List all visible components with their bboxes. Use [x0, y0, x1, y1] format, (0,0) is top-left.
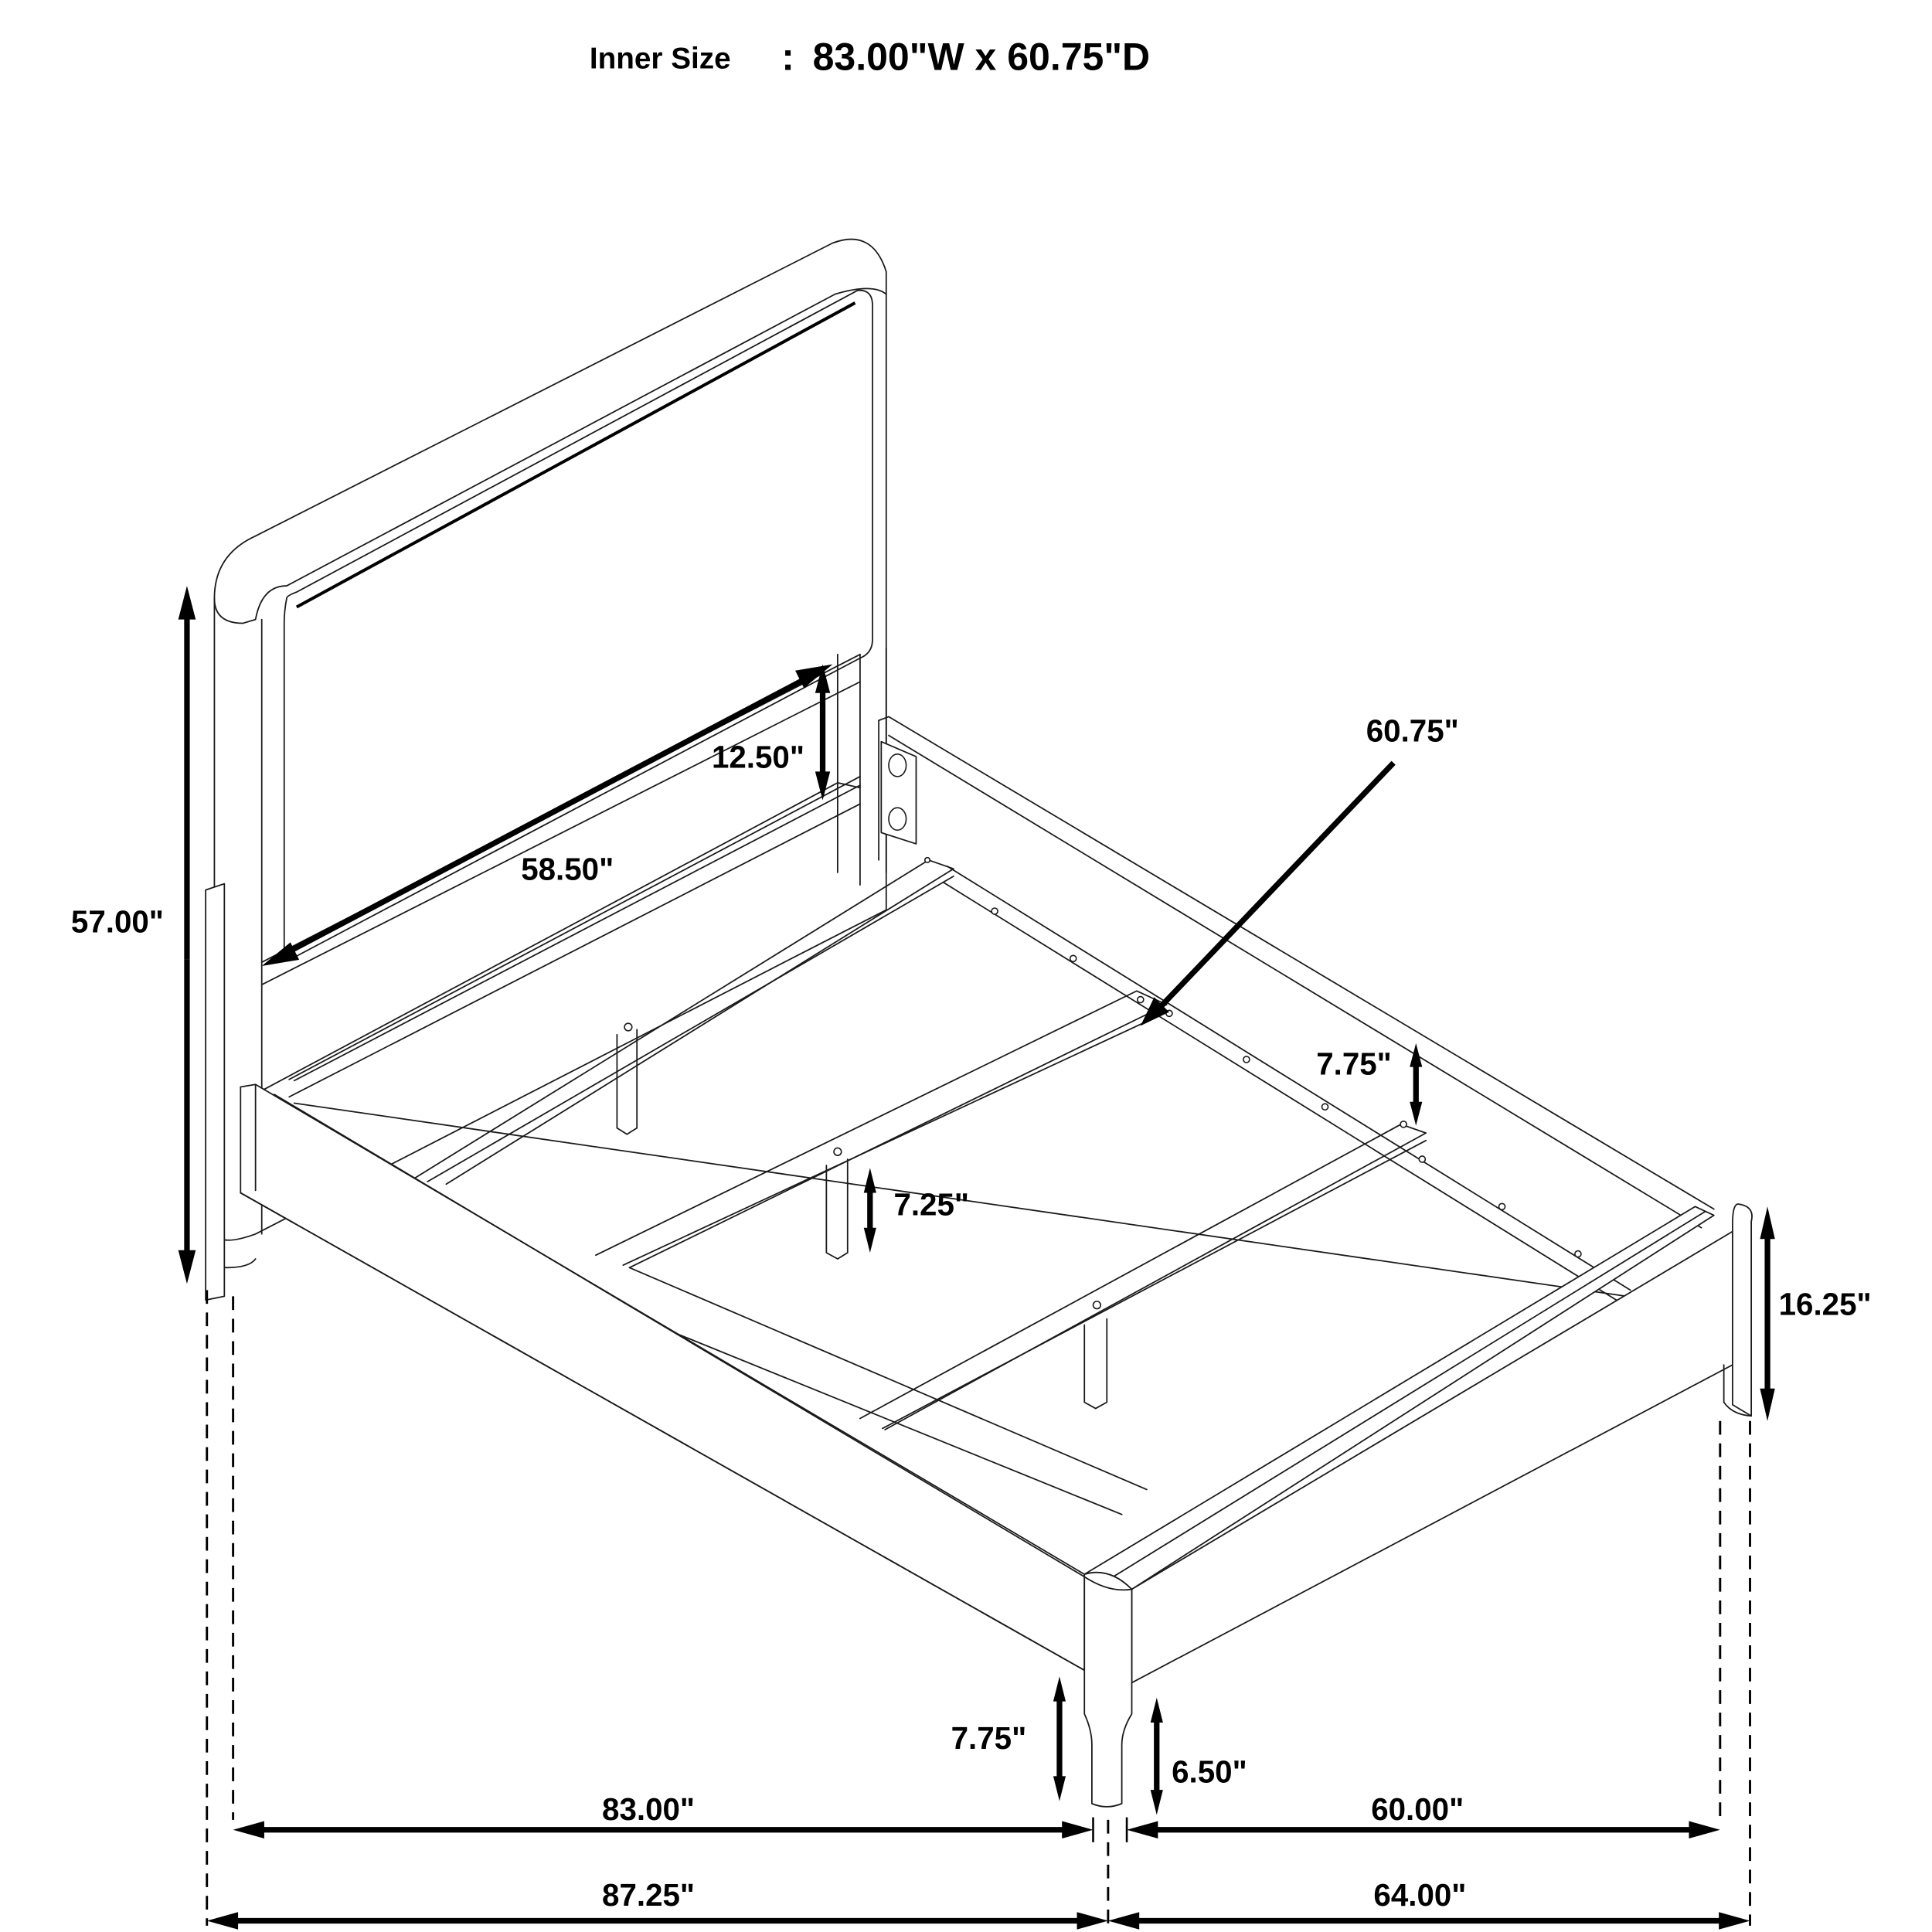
footboard — [1083, 1203, 1753, 1808]
headboard-panel — [283, 289, 873, 957]
title-separator: : — [781, 35, 794, 78]
label-7-75-lower: 7.75" — [951, 1720, 1027, 1756]
dimension-slat-length: 60.75" — [1140, 713, 1459, 1026]
dimension-inner-row: 83.00" 60.00" — [233, 1791, 1720, 1839]
slats — [293, 784, 1427, 1515]
label-7-75-upper: 7.75" — [1316, 1046, 1392, 1081]
dimension-rail-clearance: 7.75" — [951, 1676, 1066, 1801]
dimension-rail-height: 7.75" — [1316, 1043, 1423, 1126]
label-83-00: 83.00" — [602, 1791, 695, 1827]
label-16-25: 16.25" — [1779, 1287, 1872, 1322]
label-60-00: 60.00" — [1371, 1791, 1464, 1827]
label-87-25: 87.25" — [602, 1877, 695, 1913]
right-side-rail — [878, 716, 1715, 1304]
dimension-center-leg: 7.25" — [863, 1168, 969, 1253]
dimension-overall-row: 87.25" 64.00" — [206, 1877, 1750, 1930]
label-12-50: 12.50" — [712, 740, 804, 775]
dimension-footboard-height: 16.25" — [1760, 1206, 1872, 1421]
page-title: Inner Size : 83.00"W x 60.75"D — [590, 35, 1150, 78]
label-64-00: 64.00" — [1373, 1877, 1466, 1913]
footboard-front-post — [1083, 1571, 1133, 1808]
label-60-75: 60.75" — [1366, 713, 1459, 749]
label-6-50: 6.50" — [1172, 1753, 1247, 1789]
dimension-headboard-height: 57.00" — [71, 586, 196, 1284]
dimension-footboard-clearance: 6.50" — [1150, 1697, 1247, 1815]
label-58-50: 58.50" — [521, 852, 614, 887]
label-7-25: 7.25" — [893, 1187, 969, 1223]
title-prefix: Inner Size — [590, 43, 731, 76]
dimension-panel-clearance: 12.50" — [712, 664, 831, 801]
dimension-panel-width: 58.50" — [261, 664, 833, 966]
label-57: 57.00" — [71, 903, 164, 939]
title-value: 83.00"W x 60.75"D — [813, 35, 1151, 78]
